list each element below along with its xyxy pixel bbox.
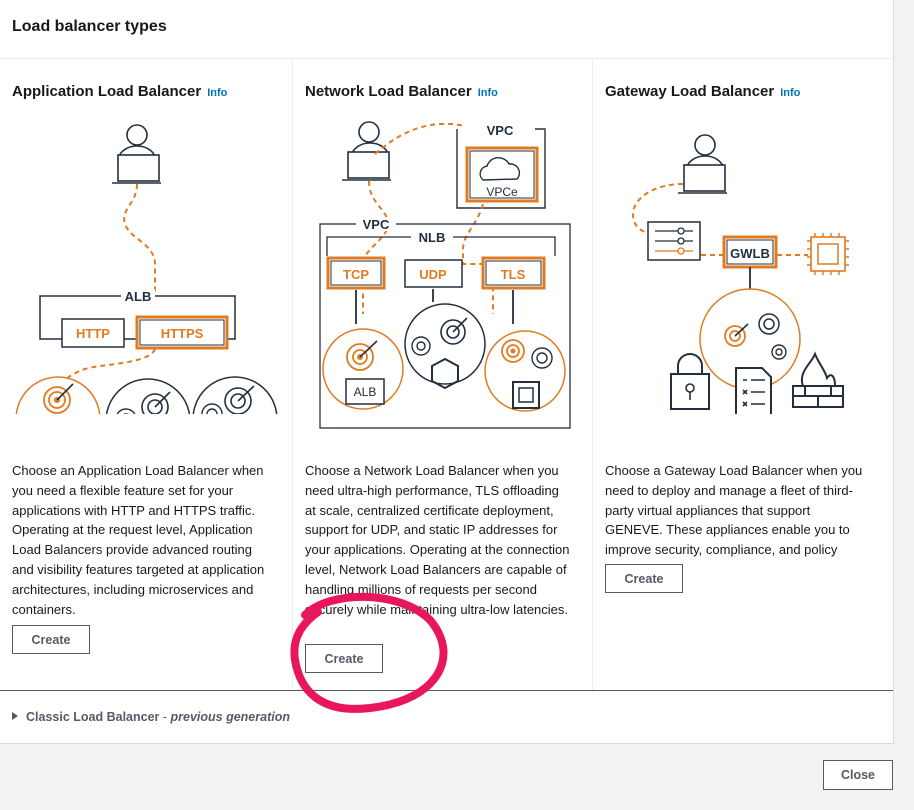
vpce-label: VPCe	[486, 185, 518, 199]
alb-diagram: ALB HTTP HTTPS	[15, 124, 278, 414]
checklist-icon	[735, 367, 772, 414]
load-balancer-types-panel: Load balancer types Application Load Bal…	[0, 0, 894, 744]
nlb-diagram: VPC VPCe VPC NLB TCP UDP TLS	[319, 121, 571, 429]
card-description: Choose an Application Load Balancer when…	[12, 463, 265, 617]
create-gateway-load-balancer-button[interactable]: Create	[605, 564, 683, 593]
nlb-box-label: NLB	[419, 230, 446, 245]
chip-icon	[807, 233, 849, 275]
protocol-tls: TLS	[501, 267, 526, 282]
cloud-icon	[479, 157, 521, 181]
classic-load-balancer-toggle[interactable]: Classic Load Balancer - previous generat…	[12, 710, 290, 724]
container-target-icon	[404, 303, 486, 390]
protocol-https: HTTPS	[161, 326, 204, 341]
vpc-label-main: VPC	[363, 217, 390, 232]
create-network-load-balancer-button[interactable]: Create	[305, 644, 383, 673]
vpce-icon: VPCe	[465, 146, 539, 203]
panel-header: Load balancer types	[0, 0, 893, 59]
chip-target-icon	[484, 330, 566, 412]
user-laptop-icon	[342, 121, 391, 181]
protocol-udp: UDP	[419, 267, 447, 282]
user-laptop-icon	[678, 134, 727, 194]
protocol-tcp: TCP	[343, 267, 369, 282]
card-description: Choose a Gateway Load Balancer when you …	[605, 463, 863, 577]
alb-target-icon: ALB	[322, 328, 404, 410]
protocol-http: HTTP	[76, 326, 110, 341]
info-link[interactable]: Info	[477, 87, 498, 99]
lock-icon	[670, 353, 710, 410]
info-link[interactable]: Info	[207, 87, 228, 99]
user-laptop-icon	[112, 124, 161, 184]
alb-target-label: ALB	[354, 385, 377, 399]
lambda-target-group-icon	[15, 376, 101, 414]
caret-right-icon	[12, 712, 18, 720]
close-button[interactable]: Close	[823, 760, 893, 790]
vpc-label-top: VPC	[487, 123, 514, 138]
settings-sliders-icon	[647, 221, 701, 261]
panel-title: Load balancer types	[12, 18, 167, 35]
info-link[interactable]: Info	[780, 87, 801, 99]
container-target-group-icon	[105, 378, 191, 414]
classic-load-balancer-section: Classic Load Balancer - previous generat…	[0, 690, 893, 743]
firewall-icon	[792, 351, 844, 408]
chip-target-group-icon	[192, 376, 278, 414]
card-description: Choose a Network Load Balancer when you …	[305, 463, 570, 617]
create-application-load-balancer-button[interactable]: Create	[12, 625, 90, 654]
alb-box-label: ALB	[125, 289, 152, 304]
gwlb-box-label: GWLB	[730, 246, 770, 261]
gwlb-diagram: GWLB	[631, 134, 849, 414]
